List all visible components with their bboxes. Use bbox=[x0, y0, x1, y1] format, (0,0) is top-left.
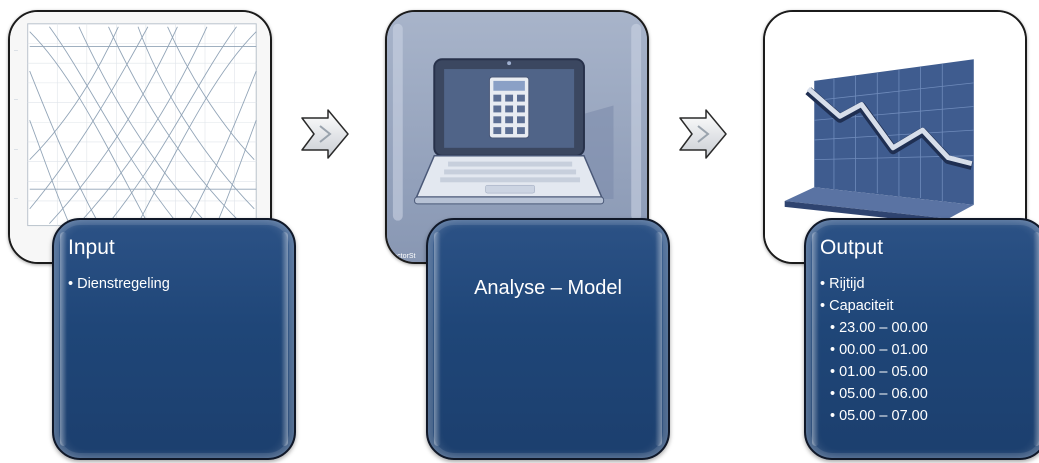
output-bullet: Rijtijd bbox=[820, 273, 928, 295]
output-bullets: Rijtijd Capaciteit 23.00 – 00.00 00.00 –… bbox=[820, 273, 928, 427]
watermark: VectorSt bbox=[389, 253, 416, 260]
output-sub-bullet: 05.00 – 06.00 bbox=[820, 383, 928, 405]
analyse-title: Analyse – Model bbox=[474, 277, 622, 299]
output-bullet: Capaciteit bbox=[820, 295, 928, 317]
svg-text:—: — bbox=[14, 47, 18, 52]
analyse-card: Analyse – Model bbox=[426, 218, 670, 460]
input-bullet: Dienstregeling bbox=[68, 273, 170, 295]
output-sub-bullet: 00.00 – 01.00 bbox=[820, 339, 928, 361]
input-title: Input bbox=[68, 236, 115, 259]
output-card: Output Rijtijd Capaciteit 23.00 – 00.00 … bbox=[804, 218, 1039, 460]
chevron-arrow-right-icon bbox=[301, 109, 349, 159]
output-sub-bullet: 01.00 – 05.00 bbox=[820, 361, 928, 383]
svg-text:—: — bbox=[14, 146, 18, 151]
input-bullets: Dienstregeling bbox=[68, 273, 170, 295]
output-sub-bullet: 23.00 – 00.00 bbox=[820, 317, 928, 339]
output-sub-bullet: 05.00 – 07.00 bbox=[820, 405, 928, 427]
chevron-arrow-right-icon bbox=[679, 109, 727, 159]
laptop-calculator-icon bbox=[387, 12, 647, 262]
svg-text:—: — bbox=[14, 97, 18, 102]
svg-text:—: — bbox=[14, 195, 18, 200]
output-title: Output bbox=[820, 236, 884, 259]
input-card: Input Dienstregeling bbox=[52, 218, 296, 460]
